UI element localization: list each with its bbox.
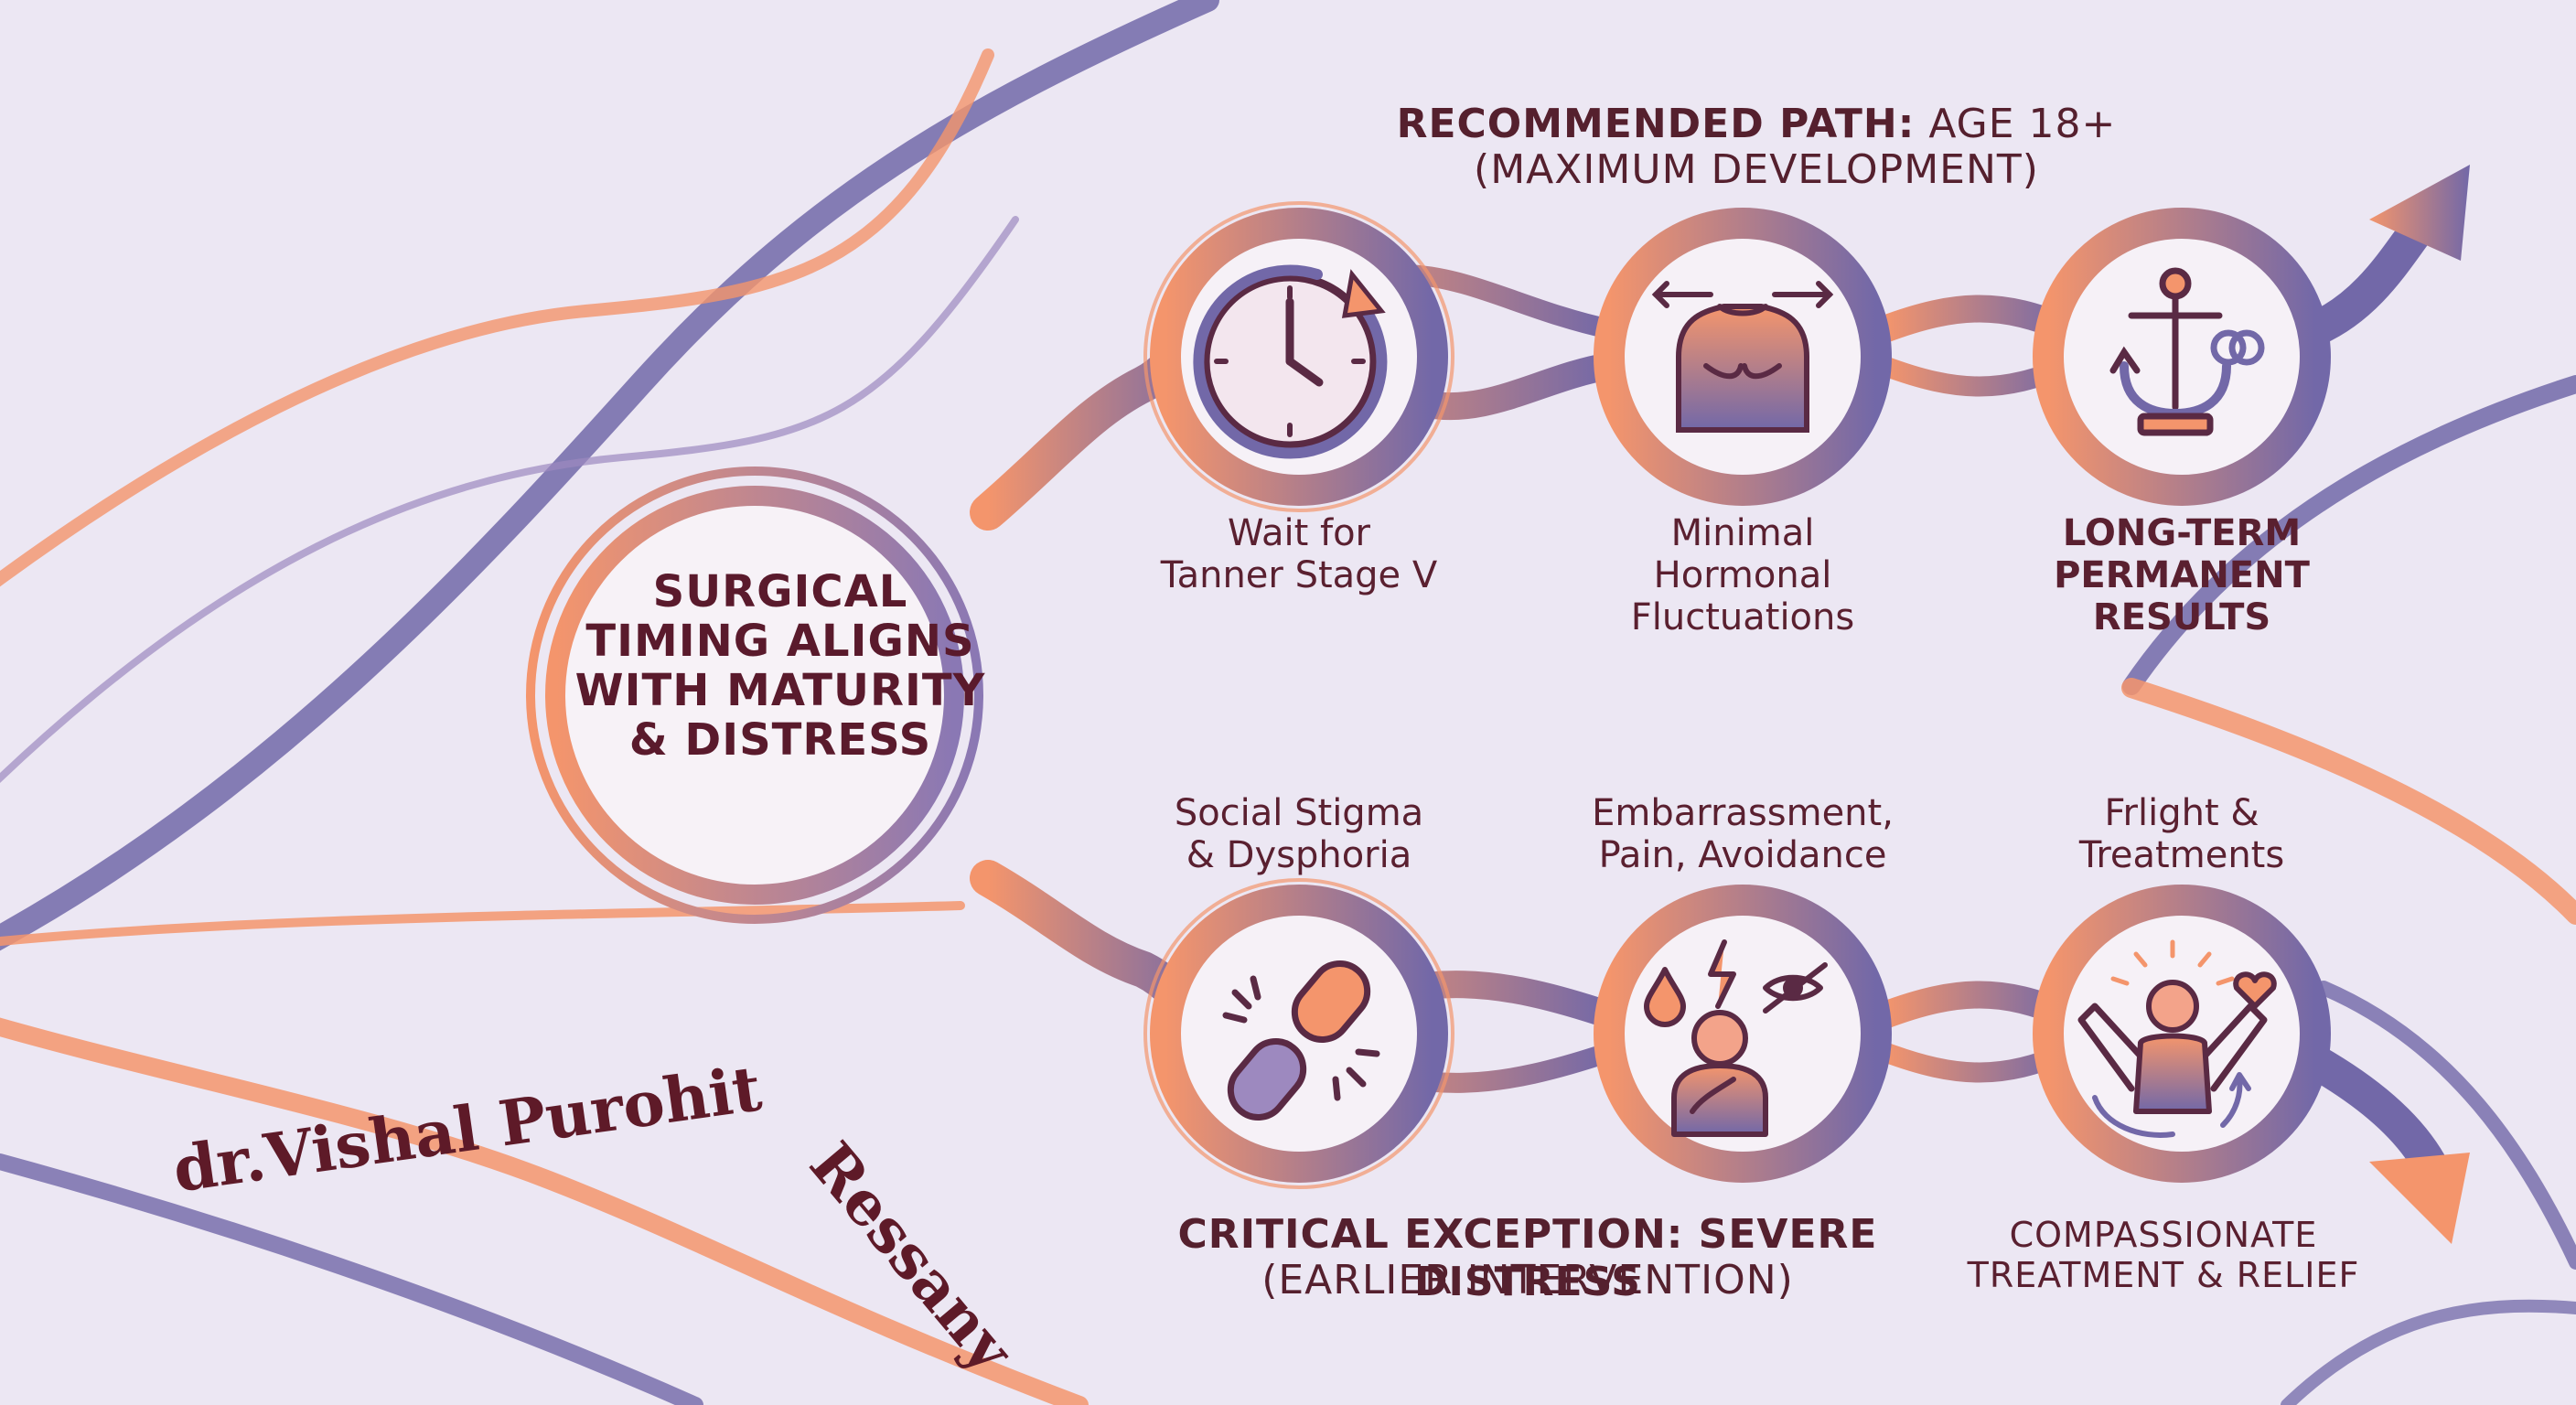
- bottom-node-3-label-line-2: Treatments: [2078, 834, 2285, 876]
- bottom-outcome-line-2: TREATMENT & RELIEF: [1967, 1255, 2360, 1295]
- top-node-1-label-line-1: Wait for: [1227, 512, 1370, 554]
- top-path-heading: RECOMMENDED PATH: AGE 18+: [1299, 101, 2214, 148]
- bottom-outcome-label: COMPASSIONATE TREATMENT & RELIEF: [1948, 1215, 2378, 1295]
- bottom-node-1-label: Social Stigma & Dysphoria: [1134, 792, 1464, 876]
- node-ring-bottom-1: [1143, 878, 1454, 1189]
- bottom-node-2-label: Embarrassment, Pain, Avoidance: [1560, 792, 1926, 876]
- top-node-1-label-line-2: Tanner Stage V: [1160, 554, 1438, 596]
- bottom-path-heading: CRITICAL EXCEPTION: SEVERE DISTRESS: [1098, 1211, 1958, 1306]
- chest-arrows-icon: [1651, 281, 1834, 433]
- bottom-node-1-label-line-2: & Dysphoria: [1186, 834, 1412, 876]
- bottom-node-2-label-line-1: Embarrassment,: [1592, 792, 1894, 834]
- clock-icon: [1193, 264, 1388, 459]
- top-node-2-label-line-3: Fluctuations: [1630, 596, 1855, 638]
- center-title: SURGICAL TIMING ALIGNS WITH MATURITY & D…: [574, 566, 986, 766]
- top-node-2-label-line-1: Minimal: [1670, 512, 1815, 554]
- top-path-arrowhead: [2369, 165, 2470, 261]
- bottom-node-3-label: Frlight & Treatments: [2017, 792, 2346, 876]
- bottom-path-subheading: (EARLIER INTERVENTION): [1261, 1257, 1794, 1303]
- bottom-node-3-label-line-1: Frlight &: [2104, 792, 2259, 834]
- node-ring-top-3: [2033, 208, 2331, 506]
- top-node-2-label-line-2: Hormonal: [1653, 554, 1832, 596]
- top-node-3-label-line-2: PERMANENT: [2054, 554, 2310, 596]
- top-node-2-label: Minimal Hormonal Fluctuations: [1578, 512, 1907, 638]
- bottom-node-2-label-line-2: Pain, Avoidance: [1598, 834, 1887, 876]
- distressed-person-icon: [1644, 939, 1828, 1137]
- top-node-3-label-line-1: LONG-TERM: [2062, 512, 2302, 554]
- bottom-node-1-label-line-1: Social Stigma: [1174, 792, 1424, 834]
- center-ring: [526, 467, 983, 924]
- top-path-subheading: (MAXIMUM DEVELOPMENT): [1474, 146, 2039, 193]
- bottom-path-heading-text: CRITICAL EXCEPTION: SEVERE DISTRESS: [1177, 1211, 1878, 1305]
- bottom-outcome-line-1: COMPASSIONATE: [2009, 1215, 2318, 1255]
- top-node-1-label: Wait for Tanner Stage V: [1134, 512, 1464, 596]
- joyful-person-icon: [2077, 939, 2277, 1138]
- top-node-3-label-line-3: RESULTS: [2092, 596, 2271, 638]
- anchor-balance-icon: [2109, 267, 2265, 436]
- bottom-path-arrowhead: [2369, 1153, 2470, 1244]
- broken-chain-icon: [1222, 960, 1380, 1121]
- top-path-heading-strong: RECOMMENDED PATH:: [1396, 101, 1916, 147]
- top-node-3-label: LONG-TERM PERMANENT RESULTS: [2017, 512, 2346, 638]
- top-path-heading-rest: AGE 18+: [1915, 101, 2117, 147]
